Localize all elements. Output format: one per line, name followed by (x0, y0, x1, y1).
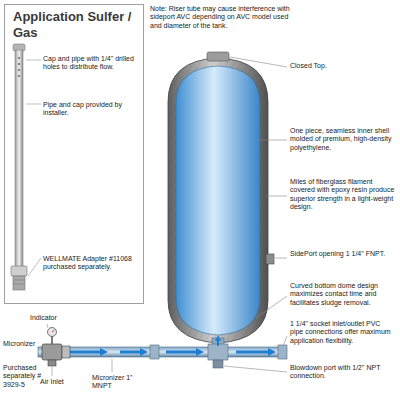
part-label: Micronizer (3, 340, 41, 348)
application-panel: Application Sulfer / GasCap and pipe wit… (4, 4, 144, 304)
part-label: Indicator (30, 314, 70, 322)
callout-text: SidePort opening 1 1/4" FNPT. (290, 250, 395, 258)
callout-text: Miles of fiberglass filament covered wit… (290, 178, 395, 212)
pipe-note: Cap and pipe with 1/4" drilled holes to … (43, 55, 139, 72)
piping (38, 335, 287, 368)
callout-text: 1 1/4" socket inlet/outlet PVC pipe conn… (290, 320, 395, 345)
note-text: Note: Riser tube may cause interference … (150, 5, 290, 30)
panel-leaders (26, 60, 41, 276)
part-label: Purchased separately # 3929-5 (3, 364, 47, 389)
adapter-note: WELLMATE Adapter #11068 purchased separa… (43, 255, 139, 272)
micronizer (42, 328, 70, 367)
tank (168, 52, 274, 343)
pipe-note: Pipe and cap provided by installer. (43, 101, 139, 118)
callout-text: Curved bottom dome design maximizes cont… (290, 282, 395, 307)
callout-text: One piece, seamless inner shell molded o… (290, 127, 395, 152)
part-label: Air Inlet (40, 378, 82, 386)
panel-heading: Application Sulfer / Gas (13, 9, 133, 40)
callout-text: Blowdown port with 1/2" NPT connection. (290, 364, 395, 381)
part-label: Micronizer 1" MNPT (92, 374, 142, 391)
riser-pipe (11, 44, 27, 290)
callout-text: Closed Top. (290, 62, 395, 70)
